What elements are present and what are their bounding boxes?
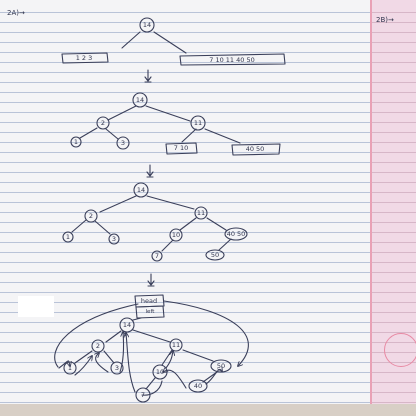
step1-left-leaf: 1 2 3 xyxy=(61,52,109,64)
step2-right-node: 11 xyxy=(190,115,206,131)
svg-text:3: 3 xyxy=(121,139,125,147)
step2-leaf-1: 1 xyxy=(70,136,82,148)
step4-right-node: 11 xyxy=(169,338,183,352)
svg-text:14: 14 xyxy=(136,96,144,104)
head-node: head left xyxy=(134,294,165,319)
step3-node-10: 10 xyxy=(169,228,183,242)
step4-node-10: 10 xyxy=(152,364,168,380)
node-label: 14 xyxy=(143,21,151,29)
label-2b: 2B)→ xyxy=(376,16,394,24)
step3-node-40-50: 40 50 xyxy=(224,227,248,241)
step3-node-7: 7 xyxy=(151,250,163,262)
margin-line xyxy=(370,0,372,416)
svg-text:40 50: 40 50 xyxy=(227,230,246,238)
step2-leaf-40-50: 40 50 xyxy=(231,143,281,156)
step4-node-7: 7 xyxy=(135,387,151,403)
white-patch xyxy=(18,296,54,317)
step3-right-node: 11 xyxy=(194,206,208,220)
svg-text:2: 2 xyxy=(96,342,100,350)
leaf-label: 7 10 11 40 50 xyxy=(209,56,254,64)
svg-text:7: 7 xyxy=(155,252,159,260)
step4-root-node: 14 xyxy=(119,317,135,333)
svg-text:14: 14 xyxy=(137,186,145,194)
step1-tree: 14 1 2 3 7 10 11 40 50 xyxy=(61,17,286,66)
step3-left-node: 2 xyxy=(84,209,98,223)
step4-node-1: 1 xyxy=(63,361,77,375)
svg-text:3: 3 xyxy=(115,364,119,372)
head-label: head xyxy=(141,297,157,305)
edge xyxy=(153,31,187,54)
svg-text:1: 1 xyxy=(68,364,72,372)
page-bottom-edge xyxy=(0,404,416,416)
edge xyxy=(121,31,141,49)
step4-node-3: 3 xyxy=(110,361,124,375)
svg-text:11: 11 xyxy=(197,209,205,217)
svg-text:3: 3 xyxy=(112,235,116,243)
step2-tree: 14 2 11 1 3 7 10 xyxy=(70,92,281,156)
step4-left-node: 2 xyxy=(91,339,105,353)
label-2a: 2A)→ xyxy=(7,9,25,17)
svg-text:1: 1 xyxy=(74,138,78,146)
svg-text:40: 40 xyxy=(194,382,202,390)
step3-node-3: 3 xyxy=(108,233,120,245)
svg-text:7 10: 7 10 xyxy=(174,144,188,152)
step2-root-node: 14 xyxy=(132,92,148,108)
svg-text:7: 7 xyxy=(141,391,145,399)
step4-tree: head left xyxy=(54,294,249,403)
svg-text:1: 1 xyxy=(66,233,70,241)
step2-leaf-3: 3 xyxy=(116,136,130,150)
svg-text:50: 50 xyxy=(217,362,225,370)
step4-node-40: 40 xyxy=(188,379,208,393)
svg-text:50: 50 xyxy=(211,251,219,259)
step2-leaf-7-10: 7 10 xyxy=(165,142,198,155)
leaf-label: 1 2 3 xyxy=(76,54,93,62)
svg-text:11: 11 xyxy=(194,119,202,127)
svg-text:11: 11 xyxy=(172,341,180,349)
step3-tree: 14 2 11 1 3 10 xyxy=(62,182,248,262)
step3-root-node: 14 xyxy=(133,182,149,198)
svg-text:10: 10 xyxy=(156,368,164,376)
down-arrow-3 xyxy=(147,273,155,287)
svg-text:14: 14 xyxy=(123,321,131,329)
svg-text:40 50: 40 50 xyxy=(246,145,265,153)
step3-node-50: 50 xyxy=(205,249,225,261)
svg-text:10: 10 xyxy=(172,231,180,239)
svg-text:2: 2 xyxy=(89,212,93,220)
step2-left-node: 2 xyxy=(96,116,110,130)
step3-node-1: 1 xyxy=(62,231,74,243)
down-arrow-1 xyxy=(144,69,152,83)
svg-text:2: 2 xyxy=(101,119,105,127)
step1-right-leaf: 7 10 11 40 50 xyxy=(179,53,286,66)
step4-node-50: 50 xyxy=(210,359,232,373)
down-arrow-2 xyxy=(146,164,154,178)
binding-hole xyxy=(384,333,416,367)
head-note: left xyxy=(146,309,156,315)
step1-root-node: 14 xyxy=(139,17,155,33)
